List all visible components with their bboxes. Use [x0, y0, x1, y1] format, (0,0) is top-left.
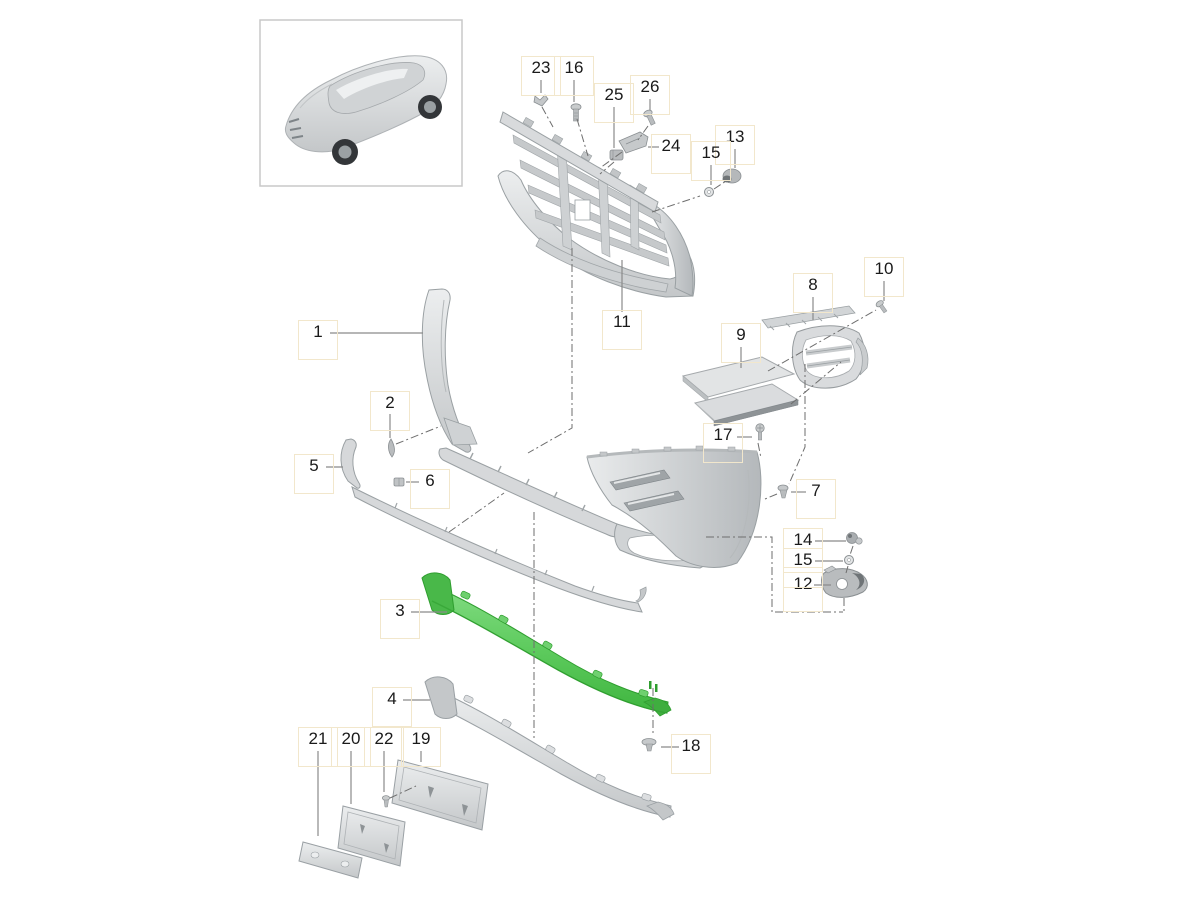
- part-number-text: 10: [874, 259, 894, 278]
- part-label-21[interactable]: 21: [298, 727, 338, 767]
- fog-lamp-trim-part-12[interactable]: [821, 565, 868, 598]
- part-number-text: 1: [313, 322, 323, 341]
- part-label-10[interactable]: 10: [864, 257, 904, 297]
- clip-18-icon: [641, 738, 657, 752]
- front-spoiler-part-3-highlighted[interactable]: [421, 572, 672, 717]
- trim-strip-part-5[interactable]: [340, 438, 647, 613]
- clip-25-icon: [609, 149, 624, 161]
- part-number-text: 7: [811, 481, 821, 500]
- part-number-text: 5: [309, 456, 319, 475]
- part-label-1[interactable]: 1: [298, 320, 338, 360]
- clip-6-icon: [393, 477, 405, 487]
- clip-7-icon: [777, 484, 789, 499]
- part-number-text: 15: [701, 143, 721, 162]
- side-grille-part-8[interactable]: [761, 305, 869, 389]
- part-label-5[interactable]: 5: [294, 454, 334, 494]
- part-number-text: 18: [681, 736, 701, 755]
- part-label-9[interactable]: 9: [721, 323, 761, 363]
- air-duct-part-9[interactable]: [681, 356, 800, 427]
- suv-illustration: [284, 55, 448, 165]
- part-number-text: 25: [604, 85, 624, 104]
- part-label-26[interactable]: 26: [630, 75, 670, 115]
- grommet-15b-icon: [844, 555, 854, 565]
- part-label-17[interactable]: 17: [703, 423, 743, 463]
- screw-10-icon: [875, 300, 888, 314]
- part-number-text: 9: [736, 325, 746, 344]
- part-number-text: 21: [308, 729, 328, 748]
- part-number-text: 24: [661, 136, 681, 155]
- screw-16-icon: [570, 103, 582, 122]
- part-label-18[interactable]: 18: [671, 734, 711, 774]
- part-number-text: 26: [640, 77, 660, 96]
- part-number-text: 3: [395, 601, 405, 620]
- vehicle-thumbnail: [259, 19, 463, 187]
- part-number-text: 19: [411, 729, 431, 748]
- part-label-24[interactable]: 24: [651, 134, 691, 174]
- grommet-15-icon: [704, 187, 714, 197]
- part-number-text: 16: [564, 58, 584, 77]
- part-label-15a[interactable]: 15: [691, 141, 731, 181]
- bracket-24-icon: [618, 131, 649, 154]
- lower-spoiler-part-4[interactable]: [424, 676, 675, 821]
- part-label-3[interactable]: 3: [380, 599, 420, 639]
- part-number-text: 15: [793, 550, 813, 569]
- part-label-23[interactable]: 23: [521, 56, 561, 96]
- part-label-12[interactable]: 12: [783, 572, 823, 612]
- part-number-text: 6: [425, 471, 435, 490]
- construction-lines: [389, 106, 877, 799]
- part-number-text: 17: [713, 425, 733, 444]
- part-label-25[interactable]: 25: [594, 83, 634, 123]
- part-number-text: 20: [341, 729, 361, 748]
- screw-26-icon: [643, 109, 656, 126]
- license-bracket-part-21[interactable]: [298, 841, 363, 879]
- part-label-22[interactable]: 22: [364, 727, 404, 767]
- part-label-19[interactable]: 19: [401, 727, 441, 767]
- part-number-text: 14: [793, 530, 813, 549]
- screw-17-icon: [755, 423, 765, 441]
- part-number-text: 23: [531, 58, 551, 77]
- part-label-7[interactable]: 7: [796, 479, 836, 519]
- part-label-4[interactable]: 4: [372, 687, 412, 727]
- part-number-text: 12: [793, 574, 813, 593]
- clip-2-icon: [388, 438, 395, 458]
- part-label-20[interactable]: 20: [331, 727, 371, 767]
- part-label-6[interactable]: 6: [410, 469, 450, 509]
- license-bracket-part-19[interactable]: [391, 759, 489, 831]
- part-number-text: 8: [808, 275, 818, 294]
- part-label-2[interactable]: 2: [370, 391, 410, 431]
- grille-assembly-part-11[interactable]: [497, 111, 696, 298]
- part-number-text: 2: [385, 393, 395, 412]
- part-label-16[interactable]: 16: [554, 56, 594, 96]
- sensor-14-icon: [846, 532, 863, 545]
- screw-22-icon: [381, 795, 390, 808]
- part-label-8[interactable]: 8: [793, 273, 833, 313]
- part-label-11[interactable]: 11: [602, 310, 642, 350]
- part-number-text: 22: [374, 729, 394, 748]
- bumper-cover-part-1[interactable]: [421, 288, 762, 569]
- part-number-text: 4: [387, 689, 397, 708]
- license-bracket-part-20[interactable]: [337, 805, 406, 867]
- part-number-text: 11: [613, 312, 631, 331]
- clip-23-icon: [533, 94, 549, 107]
- leader-lines: [317, 80, 885, 836]
- part-label-15b[interactable]: 15: [783, 548, 823, 588]
